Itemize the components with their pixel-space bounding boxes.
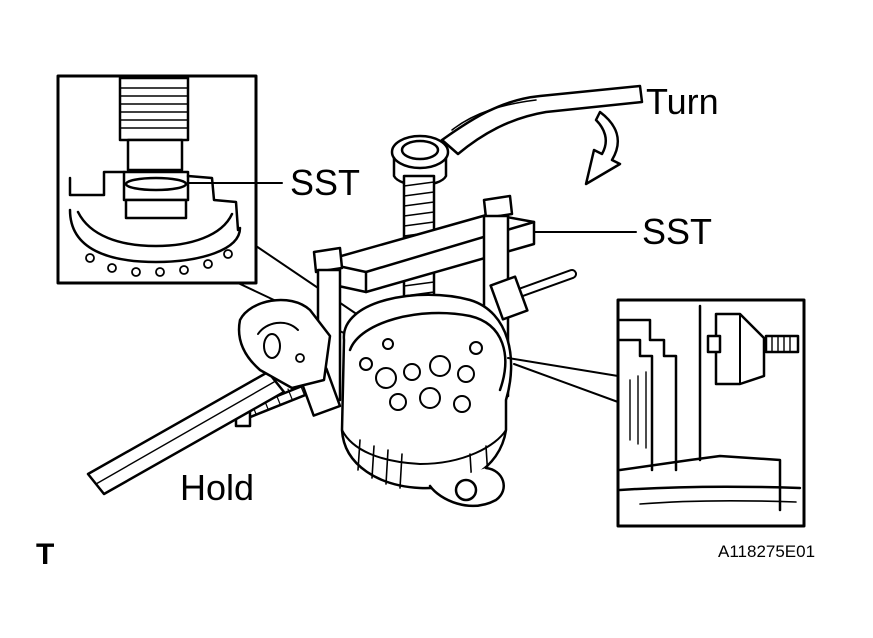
inset-sst-closeup [56,74,283,285]
sst-inset-label: SST [290,162,361,203]
figure-id: A118275E01 [718,542,816,561]
turn-label: Turn [646,81,719,122]
hold-wrench [86,298,332,496]
right-inset-leaders [507,357,619,403]
inset-right-closeup [616,298,806,528]
alternator [340,293,513,507]
turn-wrench [390,84,644,187]
sst-main-label: SST [642,211,713,252]
curved-arrow-clockwise-icon [584,110,622,186]
corner-mark: T [36,538,55,571]
hold-label: Hold [180,467,255,508]
